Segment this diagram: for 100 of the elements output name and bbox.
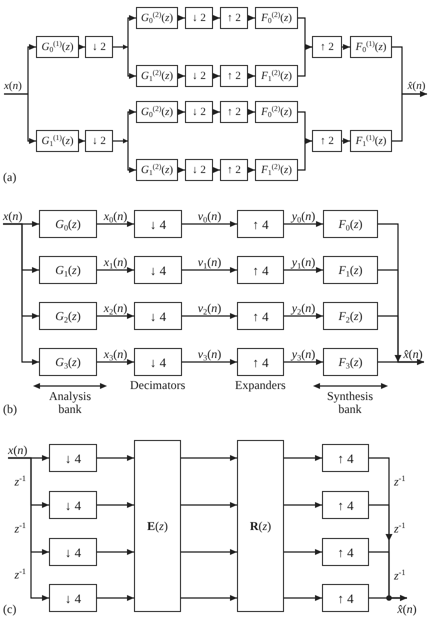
decimator-block: ↓ 2: [185, 101, 213, 123]
arrow: [178, 109, 185, 115]
group-label: Synthesis bank: [326, 390, 374, 416]
arrow: [97, 313, 134, 319]
arrow: [284, 502, 322, 508]
expander-block: ↑ 2: [220, 101, 248, 123]
delay-label: z$^{-1}$: [14, 522, 26, 536]
filter-block: F$_{1}$$^{(1)}$(z): [350, 130, 392, 152]
decimator-block: ↓ 2: [85, 36, 113, 58]
delay-label: z$^{-1}$: [14, 474, 26, 488]
filter-block: G$_{2}$(z): [39, 302, 97, 330]
filter-block: F$_{0}$$^{(2)}$(z): [255, 7, 298, 29]
expander-block: ↑ 2: [220, 65, 248, 87]
filter-block: F$_{2}$(z): [323, 302, 378, 330]
filter-block: G$_{0}$$^{(2)}$(z): [136, 7, 178, 29]
arrow: [298, 44, 312, 77]
arrow: [181, 595, 237, 601]
expander-block: ↑ 4: [237, 256, 284, 284]
arrow: [181, 502, 237, 508]
group-label: Decimators: [130, 379, 186, 392]
decimator-block: ↓ 4: [49, 584, 97, 612]
arrow: [178, 15, 185, 21]
decimator-block: ↓ 2: [185, 7, 213, 29]
arrow: [213, 73, 220, 79]
decimator-block: ↓ 2: [185, 65, 213, 87]
decimator-block: ↓ 4: [134, 210, 182, 238]
expander-block: ↑ 4: [237, 302, 284, 330]
arrow: [248, 73, 255, 79]
arrow: [284, 455, 322, 461]
arrow: [97, 549, 134, 555]
signal-label: x(n): [4, 79, 25, 94]
expander-block: ↑ 2: [312, 36, 342, 58]
signal-label: x$_{1}$(n): [104, 256, 128, 269]
arrow: [113, 44, 128, 50]
filter-block: G$_{1}$(z): [39, 256, 97, 284]
signal-label: y$_{0}$(n): [292, 210, 316, 223]
arrow: [78, 138, 85, 144]
arrow: [78, 44, 85, 50]
filter-block: G$_{3}$(z): [39, 348, 97, 376]
decimator-block: ↓ 2: [185, 159, 213, 181]
arrow: [378, 359, 424, 365]
signal-label: x̂(n): [396, 598, 418, 616]
signal-label: y$_{3}$(n): [292, 348, 316, 361]
filter-block: G$_{1}$$^{(1)}$(z): [36, 130, 79, 152]
filter-block: F$_{3}$(z): [323, 348, 378, 376]
expander-block: ↑ 4: [322, 491, 369, 519]
arrow: [342, 44, 350, 50]
decimator-block: ↓ 4: [49, 491, 97, 519]
filter-block: G$_{1}$$^{(2)}$(z): [136, 65, 178, 87]
arrow: [182, 313, 237, 319]
expander-block: ↑ 4: [237, 348, 284, 376]
arrow: [127, 47, 136, 79]
arrow: [181, 549, 237, 555]
arrow: [284, 595, 322, 601]
filter-block: G$_{0}$(z): [39, 210, 97, 238]
arrow: [97, 267, 134, 273]
filter-block: F$_{0}$$^{(2)}$(z): [255, 101, 298, 123]
arrow: [8, 457, 49, 601]
filter-block: G$_{0}$$^{(1)}$(z): [36, 36, 79, 58]
arrow: [248, 15, 255, 21]
arrow: [298, 138, 312, 171]
arrow: [182, 267, 237, 273]
signal-label: v$_{1}$(n): [198, 256, 222, 269]
signal-label: v$_{0}$(n): [198, 210, 222, 223]
arrow: [213, 15, 220, 21]
filter-block: F$_{1}$$^{(2)}$(z): [255, 159, 298, 181]
arrow: [284, 359, 323, 365]
expander-block: ↑ 2: [220, 159, 248, 181]
expander-block: ↑ 4: [322, 584, 369, 612]
matrix-block: R(z): [237, 440, 284, 612]
arrow: [97, 455, 134, 461]
filter-block: F$_{0}$(z): [323, 210, 378, 238]
decimator-block: ↓ 4: [134, 348, 182, 376]
signal-label: x̂(n): [406, 79, 427, 94]
filter-block: F$_{1}$(z): [323, 256, 378, 284]
expander-block: ↑ 4: [237, 210, 284, 238]
signal-label: x̂(n): [402, 345, 424, 362]
arrow: [97, 595, 134, 601]
group-label: Expanders: [235, 379, 286, 392]
arrow: [4, 93, 36, 144]
arrow: [3, 223, 39, 365]
arrow: [284, 267, 323, 273]
decimator-block: ↓ 4: [49, 444, 97, 472]
delay-label: z$^{-1}$: [394, 522, 406, 536]
decimator-block: ↓ 4: [134, 256, 182, 284]
delay-label: z$^{-1}$: [394, 568, 406, 582]
signal-label: v$_{2}$(n): [198, 302, 222, 315]
arrow: [213, 167, 220, 173]
arrow: [182, 221, 237, 227]
arrow: [127, 15, 136, 47]
arrow: [127, 109, 136, 141]
panel-label: (c): [3, 603, 16, 616]
arrow: [213, 109, 220, 115]
signal-label: y$_{2}$(n): [292, 302, 316, 315]
arrow: [182, 359, 237, 365]
delay-label: z$^{-1}$: [394, 474, 406, 488]
arrow: [178, 73, 185, 79]
signal-label: x(n): [8, 441, 30, 458]
filter-block: F$_{1}$$^{(2)}$(z): [255, 65, 298, 87]
panel-label: (a): [3, 171, 16, 184]
